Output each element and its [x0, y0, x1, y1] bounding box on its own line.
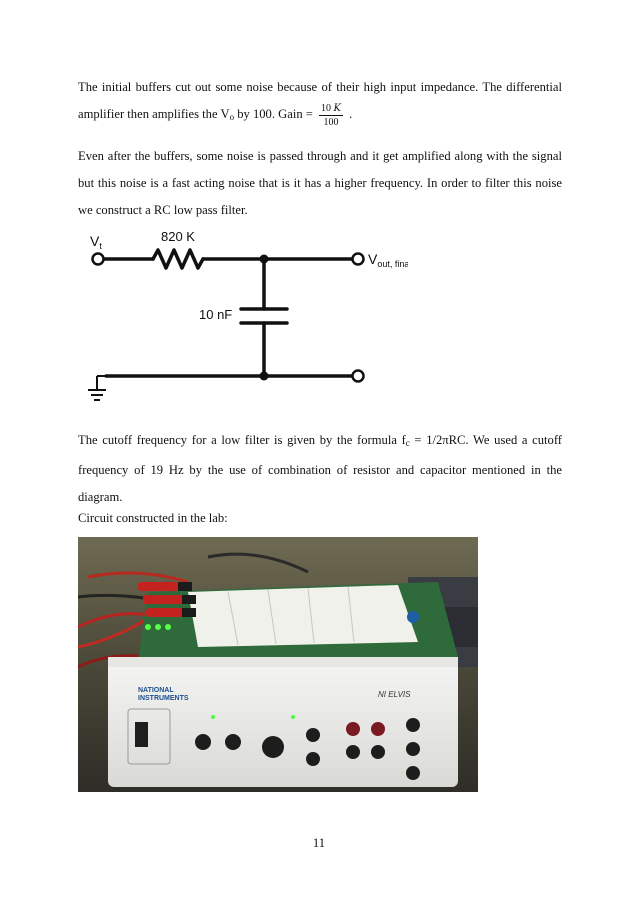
input-terminal	[91, 252, 105, 266]
junction-dot	[259, 371, 269, 381]
photo-model-label: NI ELVIS	[378, 690, 411, 699]
input-label: Vt	[90, 233, 102, 251]
output-ground-terminal	[351, 369, 365, 383]
text-segment: The initial buffers cut out some noise b…	[78, 80, 562, 121]
paragraph-cutoff: The cutoff frequency for a low filter is…	[78, 427, 562, 511]
paragraph-noise: Even after the buffers, some noise is pa…	[78, 149, 562, 217]
subscript: c	[405, 438, 410, 448]
junction-dot	[259, 254, 269, 264]
resistor-symbol	[151, 248, 205, 270]
resistor-label: 820 K	[161, 229, 195, 244]
output-label: Vout, final	[368, 251, 408, 269]
subscript: o	[229, 112, 235, 122]
lab-circuit-photo: NATIONAL INSTRUMENTS NI ELVIS	[78, 537, 478, 792]
gain-numerator-unit: K	[333, 102, 342, 114]
paragraph-caption: Circuit constructed in the lab:	[78, 511, 228, 525]
text-segment: The cutoff frequency for a low filter is…	[78, 433, 406, 447]
output-terminal	[351, 252, 365, 266]
rc-lowpass-circuit-diagram: Vt 820 K 10 nF Vout, final	[88, 229, 408, 401]
gain-numerator: 10	[321, 102, 334, 114]
capacitor-label: 10 nF	[199, 307, 232, 322]
gain-denominator: 100	[323, 116, 339, 128]
text-segment: by 100. Gain =	[234, 107, 317, 121]
paragraph-gain: The initial buffers cut out some noise b…	[78, 74, 562, 131]
text-segment: .	[346, 107, 353, 121]
page-number: 11	[312, 836, 326, 850]
photo-brand-line2: INSTRUMENTS	[138, 695, 189, 702]
text-segment: = 1/2πRC. We used a cutoff frequency of …	[78, 433, 562, 504]
gain-fraction: 10 K 100	[319, 102, 344, 128]
photo-brand-line1: NATIONAL	[138, 687, 174, 694]
